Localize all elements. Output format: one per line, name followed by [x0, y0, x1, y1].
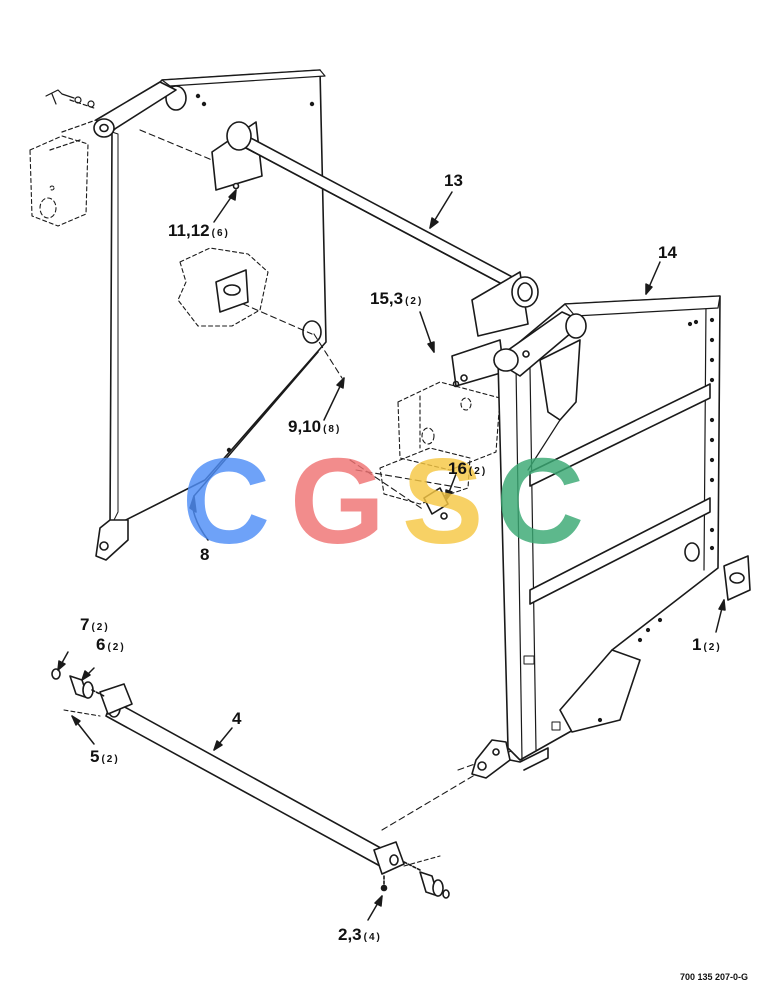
lower-left-hardware	[51, 668, 105, 717]
callout-16: 16(2)	[448, 459, 488, 478]
cgsc-watermark: C G S C	[178, 433, 598, 569]
callout-6: 6(2)	[96, 635, 126, 654]
right-side-frame	[471, 295, 721, 779]
callout-4: 4	[232, 709, 242, 728]
callout-13: 13	[444, 171, 463, 190]
center-dashed-plate	[379, 381, 501, 505]
callout-7: 7(2)	[80, 615, 110, 634]
center-pin	[423, 487, 449, 520]
right-mount-plate	[723, 555, 751, 601]
right-pivot-arm	[493, 311, 587, 377]
callout-11-12: 11,12(6)	[168, 221, 230, 240]
left-pivot-arm	[93, 81, 177, 138]
callout-1: 1(2)	[692, 635, 722, 654]
callout-2-3: 2,3(4)	[338, 925, 382, 944]
cross-tube	[211, 121, 539, 337]
leader-lines	[57, 189, 726, 921]
watermark-letter-g: G	[290, 433, 385, 569]
callout-8: 8	[200, 545, 210, 564]
lower-tube	[99, 683, 405, 875]
left-detail-inset	[177, 247, 269, 327]
left-mount-bracket	[215, 269, 249, 313]
watermark-letter-c2: C	[496, 433, 585, 569]
callout-9-10: 9,10(8)	[288, 417, 342, 436]
lower-right-hardware	[380, 855, 450, 899]
callout-14: 14	[658, 243, 677, 262]
watermark-letter-c1: C	[182, 433, 271, 569]
left-pin-hardware	[45, 89, 97, 151]
callout-5: 5(2)	[90, 747, 120, 766]
drawing-number: 700 135 207-0-G	[679, 972, 748, 982]
left-dashed-mount-plate	[29, 135, 89, 227]
callout-15-3: 15,3(2)	[370, 289, 424, 308]
watermark-letter-s: S	[402, 433, 484, 569]
